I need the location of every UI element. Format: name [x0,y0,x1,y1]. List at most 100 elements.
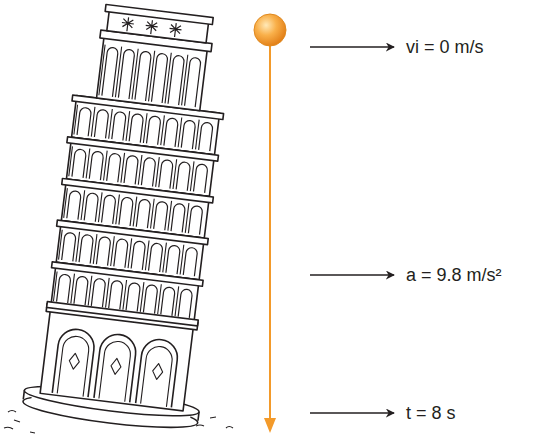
label-holder: vi = 0 m/s [404,36,486,58]
arch [171,203,186,232]
column [156,157,160,187]
column [59,230,63,260]
arch [131,241,146,270]
arch [141,157,156,186]
column [178,118,182,148]
column [93,234,97,264]
column [158,284,162,314]
column [111,236,115,266]
column [104,151,108,181]
column [53,271,57,301]
arch [57,274,72,303]
arch [94,109,109,138]
arch [129,114,144,143]
arch [77,107,92,136]
label-holder: t = 8 s [404,402,458,424]
arch [62,232,77,261]
arch [96,236,111,265]
column [145,240,149,270]
column [69,146,73,176]
arch [112,111,127,140]
column [81,190,85,220]
pointer-arrow [310,412,394,413]
arch [124,155,139,184]
arch [67,190,82,219]
leaning-tower [22,0,247,433]
tier-band [47,302,199,326]
arch [188,205,203,234]
column [128,238,132,268]
arch [119,197,134,226]
column [161,115,165,145]
column [106,278,110,308]
column [196,120,200,150]
belfry [93,4,216,111]
column [175,286,179,316]
column [109,109,113,139]
arch [136,199,151,228]
arch [181,120,196,149]
arch [149,243,164,272]
column [88,276,92,306]
column [98,192,102,222]
arch [107,153,122,182]
arch [159,159,174,188]
column [115,47,121,98]
arch [161,287,176,316]
column [71,274,75,304]
column [185,203,189,233]
arch [178,289,193,318]
column [149,51,155,102]
column [74,105,78,135]
column [163,243,167,273]
column [132,49,138,100]
arch [89,151,104,180]
column [180,245,184,275]
fall-path [269,46,271,424]
arch [102,195,117,224]
pointer-arrow [310,274,394,275]
quantity-label: a = 9.8 m/s² [404,264,504,286]
arch [199,122,214,151]
arch [147,116,162,145]
arch [79,234,94,263]
fall-arrowhead [264,418,276,433]
column [91,107,95,137]
quantity-label: vi = 0 m/s [404,36,486,58]
arch [166,245,181,274]
column [126,111,130,141]
arch [183,247,198,276]
column [182,55,188,106]
arch [176,162,191,191]
label-holder: a = 9.8 m/s² [404,264,504,286]
ground-marks [4,411,233,434]
arch [194,164,209,193]
arch [91,278,106,307]
column [190,161,194,191]
arch [126,282,141,311]
pointer-arrow [310,46,394,47]
quantity-label: t = 8 s [404,402,458,424]
column [143,113,147,143]
column [165,53,171,104]
column [138,155,142,185]
column [140,282,144,312]
column [173,159,177,189]
arch [143,285,158,314]
arch [154,201,169,230]
arch [109,280,124,309]
column [76,232,80,262]
arch [84,193,99,222]
column [168,201,172,231]
column [64,188,68,218]
column [121,153,125,183]
column [99,45,105,96]
arch [72,149,87,178]
arch [74,276,89,305]
ball [254,14,286,46]
arch [114,239,129,268]
column [123,280,127,310]
column [116,195,120,225]
column [133,197,137,227]
